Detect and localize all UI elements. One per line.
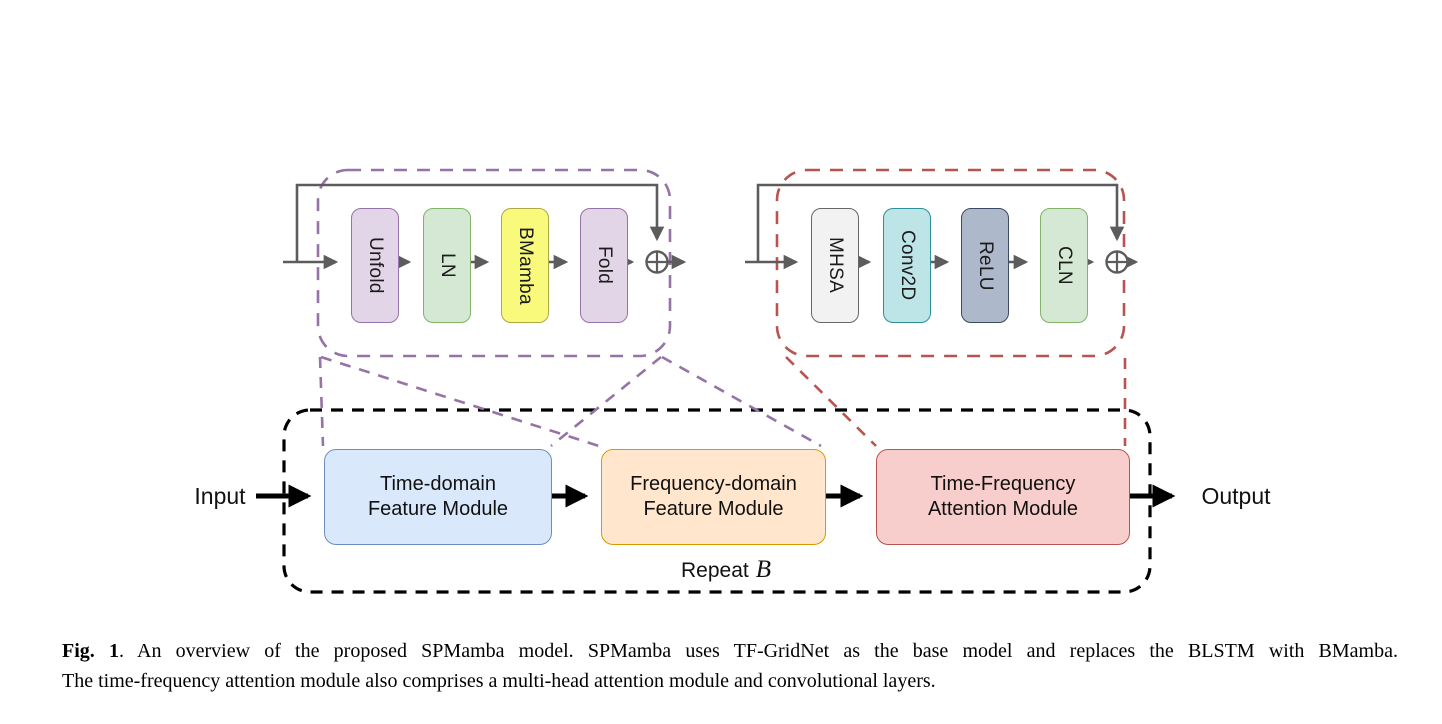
repeat-count-variable: B [755, 556, 771, 583]
block-label: CLN [1054, 246, 1075, 285]
circled-plus-icon [1105, 250, 1129, 274]
block-conv2d: Conv2D [883, 208, 931, 323]
block-fold: Fold [580, 208, 628, 323]
circled-plus-icon [645, 250, 669, 274]
block-label: Conv2D [897, 230, 918, 301]
block-relu: ReLU [961, 208, 1009, 323]
module-label-line1: Frequency-domain [630, 473, 797, 495]
module-label-line2: Attention Module [927, 498, 1079, 520]
caption-fig-label: Fig. 1 [62, 640, 119, 662]
callout-lines-right [785, 356, 1127, 447]
module-label-line1: Time-domain [380, 473, 496, 495]
repeat-label: Repeat B [636, 556, 816, 586]
caption-line-2: The time-frequency attention module also… [62, 670, 936, 692]
skip-connection-left [295, 183, 665, 262]
callout-lines-left [318, 355, 822, 448]
output-label: Output [1201, 482, 1271, 509]
block-mhsa: MHSA [811, 208, 859, 323]
input-label: Input [194, 482, 246, 509]
module-label-line2: Feature Module [643, 498, 784, 520]
repeat-block-outline [282, 408, 1152, 594]
module-frequency-domain: Frequency-domain Feature Module [601, 449, 826, 545]
block-label: Fold [594, 246, 615, 285]
block-cln: CLN [1040, 208, 1088, 323]
block-ln: LN [423, 208, 471, 323]
module-time-frequency-attention: Time-Frequency Attention Module [876, 449, 1130, 545]
block-label: MHSA [825, 237, 846, 294]
block-label: ReLU [975, 240, 996, 291]
block-label: LN [437, 253, 458, 278]
block-bmamba: BMamba [501, 208, 549, 323]
block-label: BMamba [515, 226, 536, 305]
flow-right-detail [745, 183, 1139, 270]
flow-left-detail [283, 183, 687, 270]
block-label: Unfold [365, 237, 386, 294]
skip-connection-right [756, 183, 1125, 262]
module-label-line1: Time-Frequency [930, 473, 1076, 495]
module-label-line2: Feature Module [367, 498, 509, 520]
block-unfold: Unfold [351, 208, 399, 323]
repeat-text: Repeat [681, 559, 749, 582]
figure-caption: Fig. 1. An overview of the proposed SPMa… [62, 636, 1398, 696]
caption-line-1: Fig. 1. An overview of the proposed SPMa… [62, 640, 1398, 662]
module-time-domain: Time-domain Feature Module [324, 449, 552, 545]
